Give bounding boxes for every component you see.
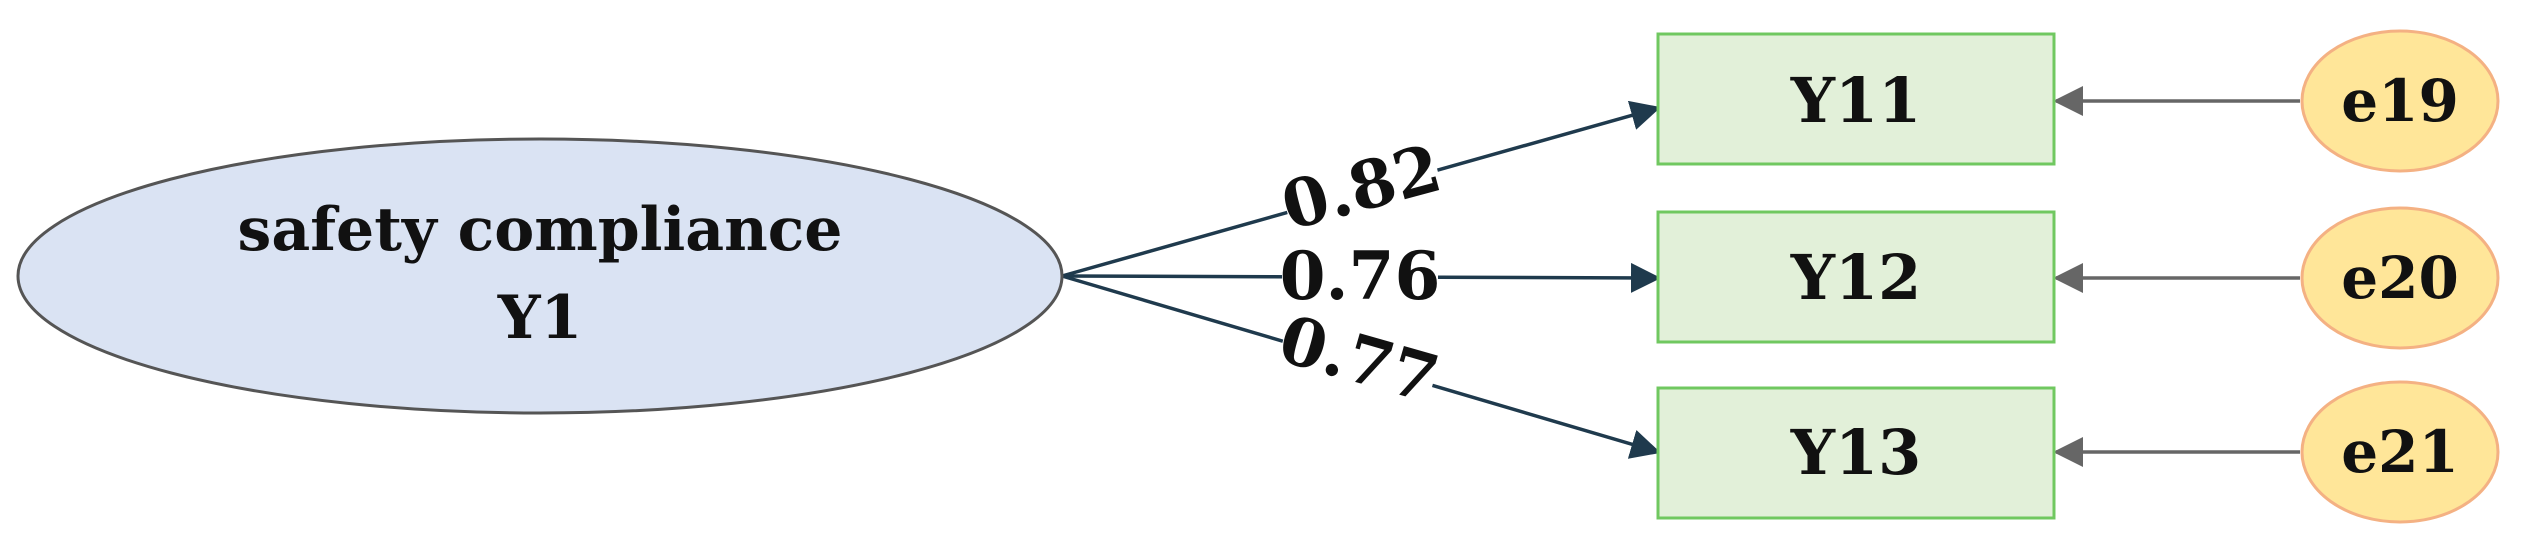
error-circle-e19 xyxy=(2300,29,2500,173)
loading-label-y13: 0.77 xyxy=(1271,299,1447,418)
latent-variable-y1: safety compliance Y1 xyxy=(16,137,1064,415)
error-paths xyxy=(2053,86,2300,467)
indicator-y11: Y11 xyxy=(1656,32,2056,166)
indicator-label-y11: Y11 xyxy=(1790,64,1922,137)
loading-label-y11: 0.82 xyxy=(1273,129,1448,246)
error-label-e20: e20 xyxy=(2341,244,2459,312)
latent-label-line1: safety compliance xyxy=(238,195,843,265)
latent-ellipse xyxy=(16,137,1064,415)
error-circle-e21 xyxy=(2300,380,2500,524)
indicator-label-y13: Y13 xyxy=(1790,416,1922,489)
indicator-label-y12: Y12 xyxy=(1790,241,1922,314)
loading-labels: 0.82 0.76 0.77 xyxy=(1271,129,1449,419)
indicator-y12: Y12 xyxy=(1656,210,2056,344)
error-term-e19: e19 xyxy=(2300,29,2500,173)
error-term-e21: e21 xyxy=(2300,380,2500,524)
indicator-box-y11 xyxy=(1656,32,2056,166)
loading-label-y12: 0.76 xyxy=(1280,237,1441,315)
indicator-y13: Y13 xyxy=(1656,386,2056,520)
error-label-e19: e19 xyxy=(2341,67,2459,135)
indicator-box-y12 xyxy=(1656,210,2056,344)
error-circle-e20 xyxy=(2300,206,2500,350)
indicator-box-y13 xyxy=(1656,386,2056,520)
latent-label-line2: Y1 xyxy=(497,283,583,353)
error-term-e20: e20 xyxy=(2300,206,2500,350)
error-label-e21: e21 xyxy=(2341,418,2459,486)
